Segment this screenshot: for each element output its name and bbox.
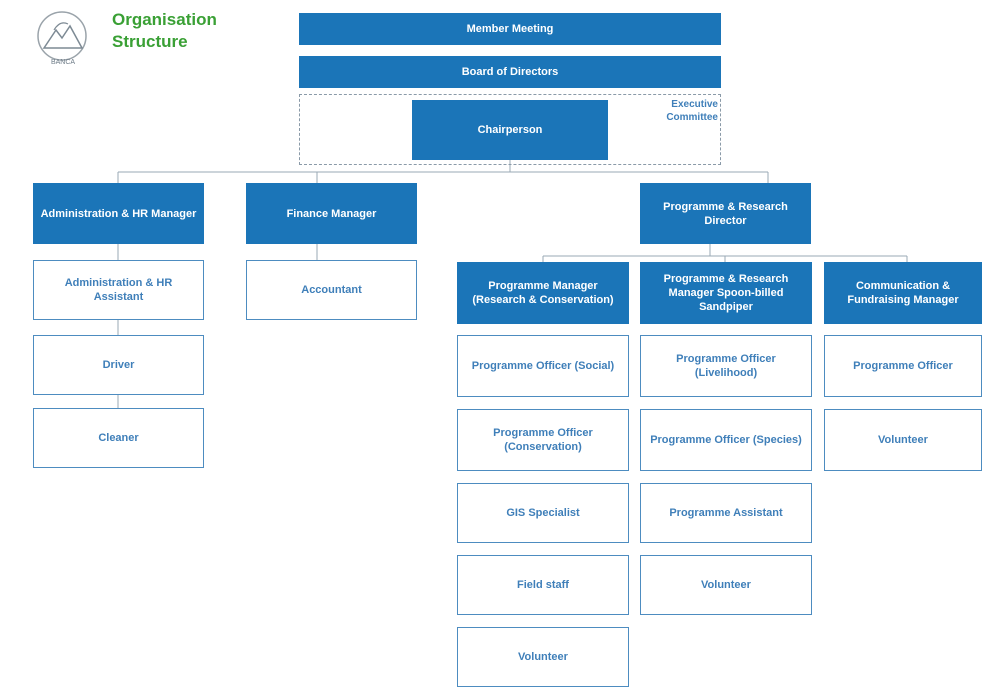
finance-staff-label: Accountant (301, 284, 362, 296)
title-line-1: Organisation (112, 10, 217, 29)
cfm-staff-label: Programme Officer (853, 360, 953, 372)
finance-manager-box: Finance Manager (246, 183, 417, 244)
pm-rc-staff-label: Programme Officer (Social) (471, 360, 615, 372)
admin-staff-label: Cleaner (98, 432, 139, 444)
page-title: Organisation Structure (112, 9, 262, 53)
exec-label-line-2: Committee (666, 112, 718, 123)
admin-staff-label: Driver (102, 359, 135, 371)
prm-sbs-staff-label: Programme Assistant (669, 507, 783, 519)
communication-fundraising-manager-label: Communication & Fundraising Manager (847, 280, 959, 306)
title-line-2: Structure (112, 32, 188, 51)
pm-rc-staff-label: Field staff (517, 579, 569, 591)
admin-staff-box: Driver (33, 335, 204, 395)
cfm-staff-box: Volunteer (824, 409, 982, 471)
member-meeting-box: Member Meeting (299, 13, 721, 45)
pm-rc-staff-label: GIS Specialist (506, 507, 580, 519)
admin-staff-box: Administration & HR Assistant (33, 260, 204, 320)
banca-logo: BANCA (20, 8, 106, 68)
chairperson-box: Chairperson (412, 100, 608, 160)
prm-sbs-staff-box: Programme Officer (Livelihood) (640, 335, 812, 397)
executive-committee-label: Executive Committee (620, 98, 718, 124)
prm-spoon-billed-sandpiper-label: Programme & Research Manager Spoon-bille… (663, 273, 789, 313)
executive-committee-box (299, 94, 721, 165)
finance-manager-label: Finance Manager (286, 207, 377, 220)
exec-label-line-1: Executive (671, 99, 718, 110)
pm-rc-staff-label: Volunteer (518, 651, 568, 663)
pm-rc-staff-box: GIS Specialist (457, 483, 629, 543)
pm-rc-staff-box: Programme Officer (Social) (457, 335, 629, 397)
cfm-staff-label: Volunteer (878, 434, 928, 446)
admin-hr-manager-label: Administration & HR Manager (40, 207, 197, 220)
board-of-directors-box: Board of Directors (299, 56, 721, 88)
prm-sbs-staff-box: Programme Officer (Species) (640, 409, 812, 471)
prm-sbs-staff-label: Programme Officer (Species) (650, 434, 802, 446)
admin-staff-label: Administration & HR Assistant (64, 277, 173, 303)
prm-sbs-staff-box: Programme Assistant (640, 483, 812, 543)
admin-staff-box: Cleaner (33, 408, 204, 468)
communication-fundraising-manager-box: Communication & Fundraising Manager (824, 262, 982, 324)
pm-rc-staff-box: Volunteer (457, 627, 629, 687)
admin-hr-manager-box: Administration & HR Manager (33, 183, 204, 244)
pm-rc-staff-box: Programme Officer (Conservation) (457, 409, 629, 471)
member-meeting-label: Member Meeting (466, 23, 554, 35)
cfm-staff-box: Programme Officer (824, 335, 982, 397)
pm-rc-staff-box: Field staff (457, 555, 629, 615)
prm-sbs-staff-box: Volunteer (640, 555, 812, 615)
finance-staff-box: Accountant (246, 260, 417, 320)
pm-rc-staff-label: Programme Officer (Conservation) (493, 427, 593, 453)
chairperson-label: Chairperson (477, 124, 543, 136)
board-label: Board of Directors (461, 66, 559, 78)
prm-sbs-staff-label: Programme Officer (Livelihood) (676, 353, 776, 379)
pm-research-conservation-box: Programme Manager (Research & Conservati… (457, 262, 629, 324)
prm-sbs-staff-label: Volunteer (701, 579, 751, 591)
programme-research-director-box: Programme & Research Director (640, 183, 811, 244)
programme-research-director-label: Programme & Research Director (663, 200, 788, 227)
logo-text: BANCA (51, 59, 75, 66)
pm-research-conservation-label: Programme Manager (Research & Conservati… (472, 280, 614, 306)
prm-spoon-billed-sandpiper-box: Programme & Research Manager Spoon-bille… (640, 262, 812, 324)
